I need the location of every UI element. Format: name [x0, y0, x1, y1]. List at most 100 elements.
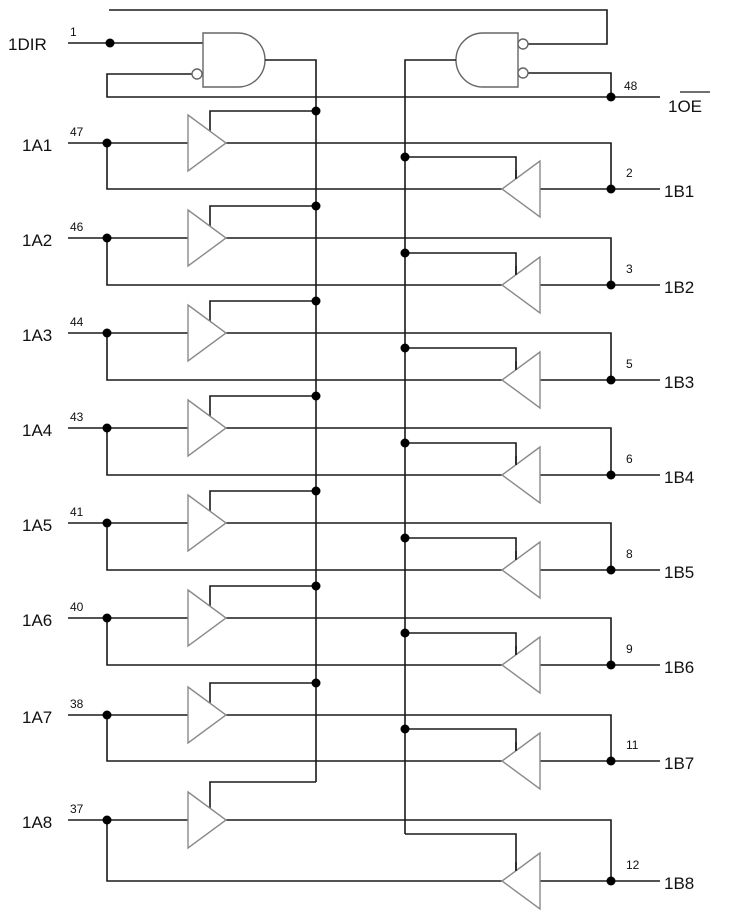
junction-dot: [400, 628, 410, 638]
b-to-a-output-wire: [106, 238, 502, 286]
control-logic: 1DIR 1 1OE 48: [8, 9, 710, 834]
buffer-a-to-b-icon: [187, 208, 228, 268]
junction-dot: [400, 152, 410, 162]
b-to-a-enable-tap: [405, 833, 517, 871]
a-to-b-output-wire: [226, 237, 612, 285]
dir-label: 1DIR: [8, 35, 47, 54]
inverter-bubble: [517, 38, 529, 50]
buffer-b-to-a-icon: [500, 731, 541, 791]
b-port-label: 1B5: [664, 563, 694, 582]
and-gate-b-to-a: [455, 32, 519, 88]
junction-dot: [311, 106, 321, 116]
junction-dot: [105, 38, 115, 48]
buffer-b-to-a-icon: [500, 255, 541, 315]
buffer-a-to-b-icon: [187, 493, 228, 553]
a-port-label: 1A6: [22, 611, 52, 630]
a-to-b-output-wire: [226, 522, 612, 570]
b-to-a-enable-tap: [405, 537, 517, 560]
junction-dot: [311, 581, 321, 591]
buffer-a-to-b-icon: [187, 790, 228, 850]
b-port-label: 1B4: [664, 468, 694, 487]
a-to-b-enable-tap: [209, 490, 316, 511]
b-to-a-output-wire: [106, 618, 502, 666]
b-to-a-enable-tap: [405, 252, 517, 275]
a-port-label: 1A7: [22, 708, 52, 727]
channels: 1A1471B121A2461B231A3441B351A4431B461A54…: [22, 106, 694, 911]
junction-dot: [311, 391, 321, 401]
b-to-a-enable-tap: [405, 632, 517, 655]
a-pin-number: 47: [70, 125, 84, 139]
buffer-a-to-b-icon: [187, 398, 228, 458]
buffer-a-to-b-icon: [187, 113, 228, 173]
junction-dot: [102, 613, 112, 623]
junction-dot: [311, 678, 321, 688]
a-pin-number: 41: [70, 505, 84, 519]
a-to-b-enable-tap: [209, 585, 316, 606]
b-port-label: 1B1: [664, 182, 694, 201]
buffer-b-to-a-icon: [500, 635, 541, 695]
b-pin-number: 2: [626, 166, 633, 180]
a-port-label: 1A2: [22, 231, 52, 250]
b-to-a-enable-tap: [405, 156, 517, 179]
buffer-a-to-b-icon: [187, 685, 228, 745]
b-to-a-output-wire: [106, 143, 502, 190]
a-port-label: 1A1: [22, 136, 52, 155]
junction-dot: [606, 184, 616, 194]
junction-dot: [311, 201, 321, 211]
b-port-label: 1B2: [664, 278, 694, 297]
a-to-b-enable-tap: [209, 781, 316, 808]
a-pin-number: 38: [70, 697, 84, 711]
junction-dot: [606, 660, 616, 670]
dir-pin: 1: [70, 25, 77, 39]
a-pin-number: 44: [70, 315, 84, 329]
buffer-b-to-a-icon: [500, 350, 541, 410]
buffer-b-to-a-icon: [500, 159, 541, 219]
junction-dot: [400, 248, 410, 258]
a-to-b-enable-tap: [209, 682, 316, 703]
junction-dot: [606, 876, 616, 886]
a-port-label: 1A8: [22, 813, 52, 832]
junction-dot: [102, 518, 112, 528]
a-to-b-output-wire: [226, 819, 612, 881]
b-pin-number: 3: [626, 262, 633, 276]
a-to-b-output-wire: [226, 427, 612, 475]
a-to-b-enable-tap: [209, 300, 316, 321]
junction-dot: [606, 565, 616, 575]
a-to-b-enable-wire: [265, 59, 317, 782]
junction-dot: [606, 280, 616, 290]
junction-dot: [311, 486, 321, 496]
a-to-b-output-wire: [226, 617, 612, 665]
b-to-a-enable-wire: [404, 59, 456, 834]
buffer-a-to-b-icon: [187, 588, 228, 648]
a-to-b-enable-tap: [209, 395, 316, 416]
oe-loop-wire: [106, 73, 660, 98]
a-to-b-enable-tap: [209, 205, 316, 226]
a-to-b-enable-tap: [209, 110, 316, 131]
buffer-b-to-a-icon: [500, 540, 541, 600]
oe-label: 1OE: [668, 97, 702, 116]
oe-right-wire: [528, 72, 612, 97]
junction-dot: [102, 328, 112, 338]
inverter-bubble: [191, 68, 203, 80]
buffer-b-to-a-icon: [500, 851, 541, 911]
b-pin-number: 12: [626, 858, 640, 872]
junction-dot: [102, 815, 112, 825]
a-port-label: 1A5: [22, 516, 52, 535]
junction-dot: [311, 296, 321, 306]
junction-dot: [102, 710, 112, 720]
a-port-label: 1A4: [22, 421, 52, 440]
junction-dot: [400, 343, 410, 353]
junction-dot: [102, 233, 112, 243]
junction-dot: [400, 724, 410, 734]
b-port-label: 1B6: [664, 658, 694, 677]
junction-dot: [606, 375, 616, 385]
b-port-label: 1B7: [664, 754, 694, 773]
junction-dot: [606, 756, 616, 766]
channel-1: 1A1 47 1B1 2: [22, 106, 694, 219]
a-to-b-output-wire: [226, 714, 612, 761]
and-gate-a-to-b: [202, 32, 266, 88]
